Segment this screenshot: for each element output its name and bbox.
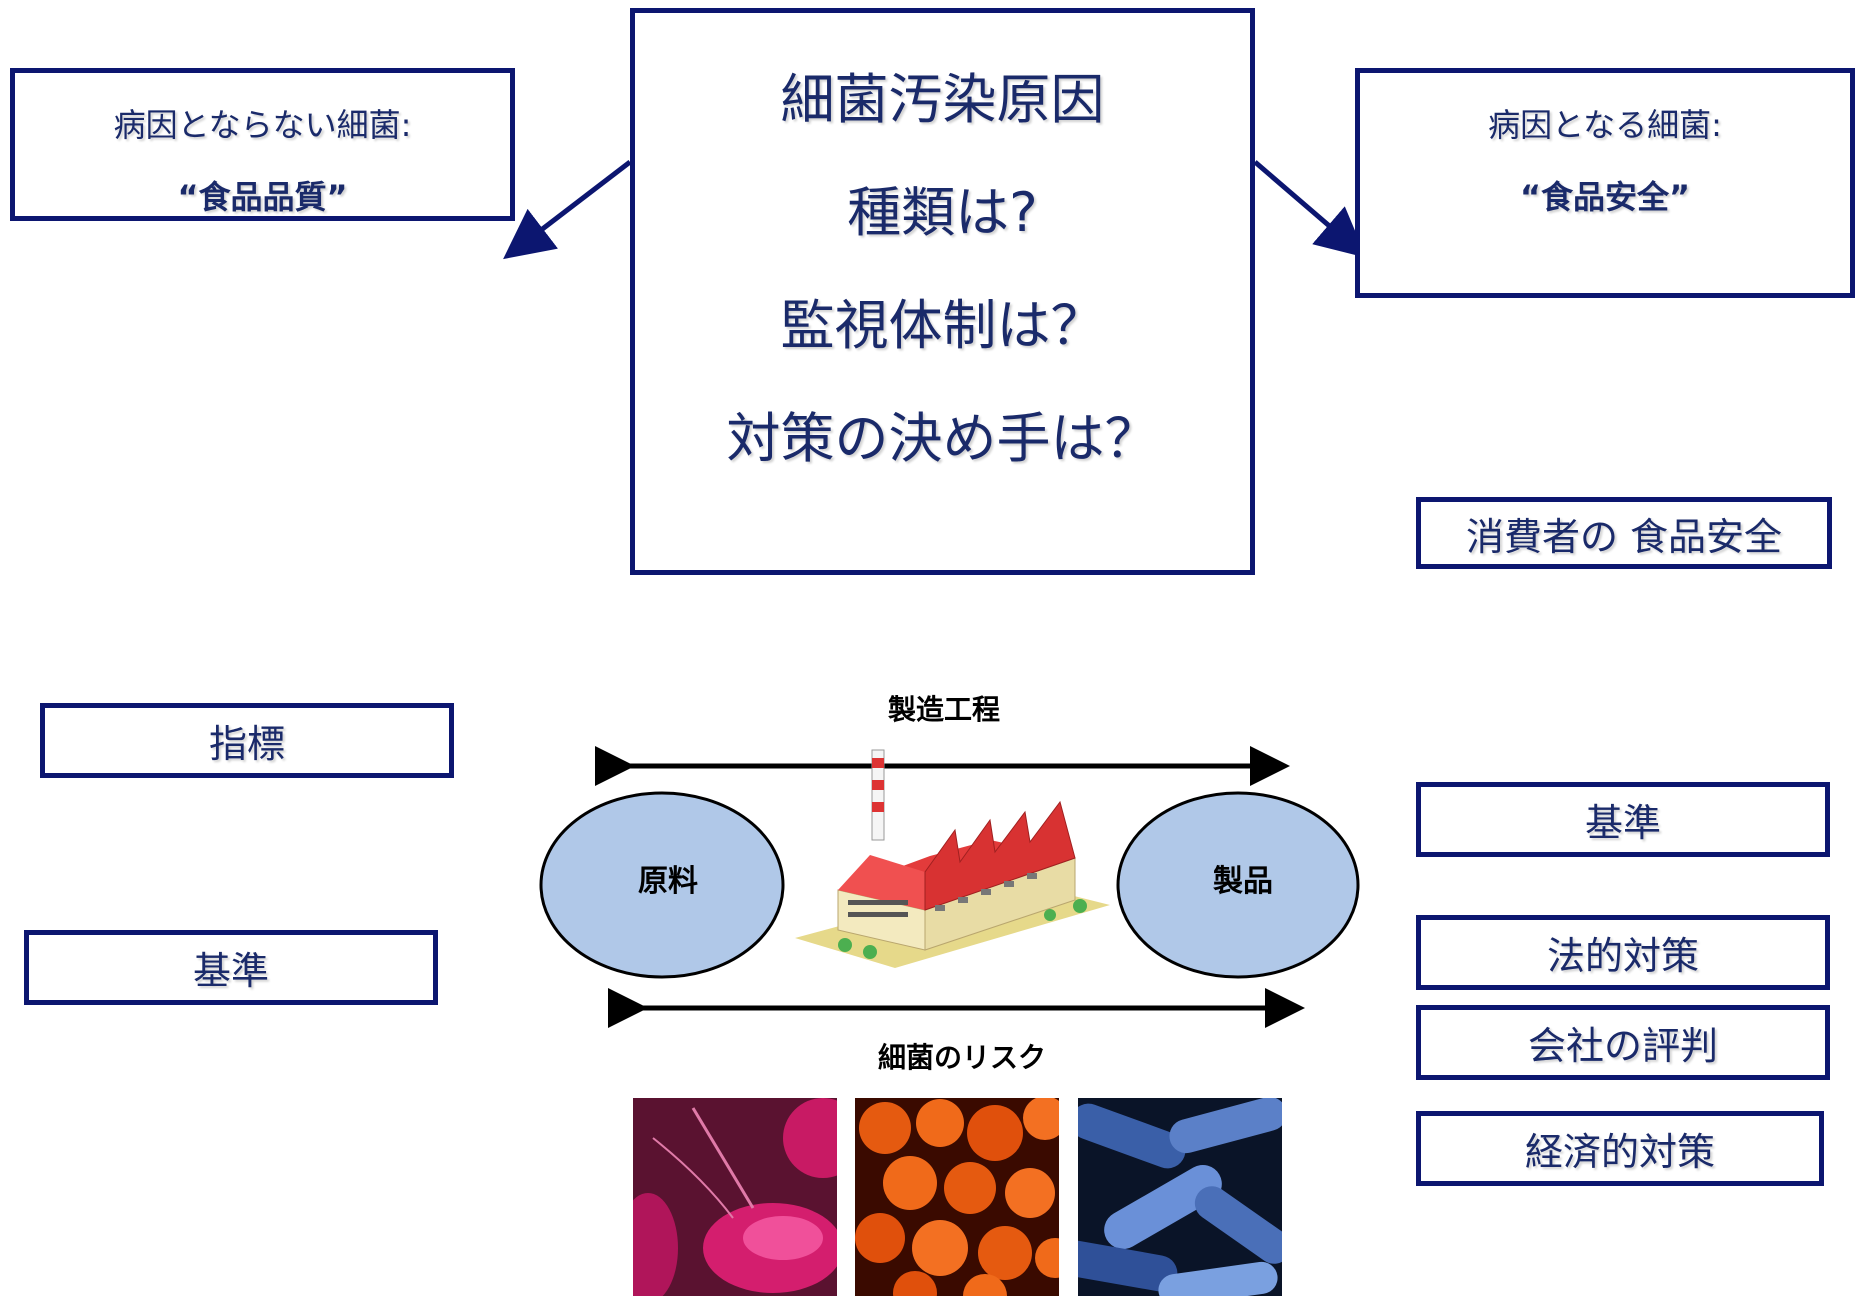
center-line-1: 細菌汚染原因 — [780, 68, 1105, 131]
left-standard-box: 基準 — [24, 930, 438, 1005]
economic-measures-box: 経済的対策 — [1416, 1111, 1824, 1186]
right-standard-label: 基準 — [1584, 801, 1661, 845]
reputation-label: 会社の評判 — [1527, 1024, 1718, 1068]
legal-measures-label: 法的対策 — [1546, 934, 1699, 978]
food-safety-box: 病因となる細菌: “食品安全” — [1355, 68, 1855, 298]
center-line-3: 監視体制は？ — [780, 294, 1105, 357]
center-line-4: 対策の決め手は？ — [726, 407, 1159, 470]
food-quality-line-1: 病因とならない細菌: — [113, 106, 412, 144]
indicator-box: 指標 — [40, 703, 454, 778]
food-safety-line-2: “食品安全” — [1519, 178, 1691, 216]
product-ellipse — [1116, 791, 1360, 979]
arrow-left — [503, 160, 632, 260]
bacteria-image-blue — [1078, 1098, 1282, 1296]
raw-material-label: 原料 — [638, 864, 698, 899]
consumer-safety-box: 消費者の 食品安全 — [1416, 497, 1832, 569]
food-quality-line-2: “食品品質” — [177, 178, 348, 216]
economic-measures-label: 経済的対策 — [1524, 1130, 1715, 1174]
right-standard-box: 基準 — [1416, 782, 1830, 857]
bacteria-risk-label: 細菌のリスク — [878, 1041, 1047, 1074]
factory-icon — [795, 749, 1110, 968]
center-line-2: 種類は? — [847, 181, 1038, 244]
bacteria-image-pink — [633, 1098, 837, 1296]
raw-material-ellipse — [539, 791, 785, 979]
legal-measures-box: 法的対策 — [1416, 915, 1830, 990]
product-label: 製品 — [1213, 864, 1273, 899]
consumer-safety-label: 消費者の 食品安全 — [1465, 514, 1783, 559]
arrow-right — [1253, 160, 1367, 258]
food-quality-box: 病因とならない細菌: “食品品質” — [10, 68, 515, 221]
central-question-box: 細菌汚染原因 種類は? 監視体制は？ 対策の決め手は？ — [630, 8, 1255, 575]
process-top-label: 製造工程 — [888, 693, 1001, 726]
left-standard-label: 基準 — [192, 949, 269, 993]
food-safety-line-1: 病因となる細菌: — [1488, 106, 1722, 144]
indicator-label: 指標 — [208, 722, 285, 766]
reputation-box: 会社の評判 — [1416, 1005, 1830, 1080]
bacteria-image-orange — [855, 1098, 1059, 1296]
